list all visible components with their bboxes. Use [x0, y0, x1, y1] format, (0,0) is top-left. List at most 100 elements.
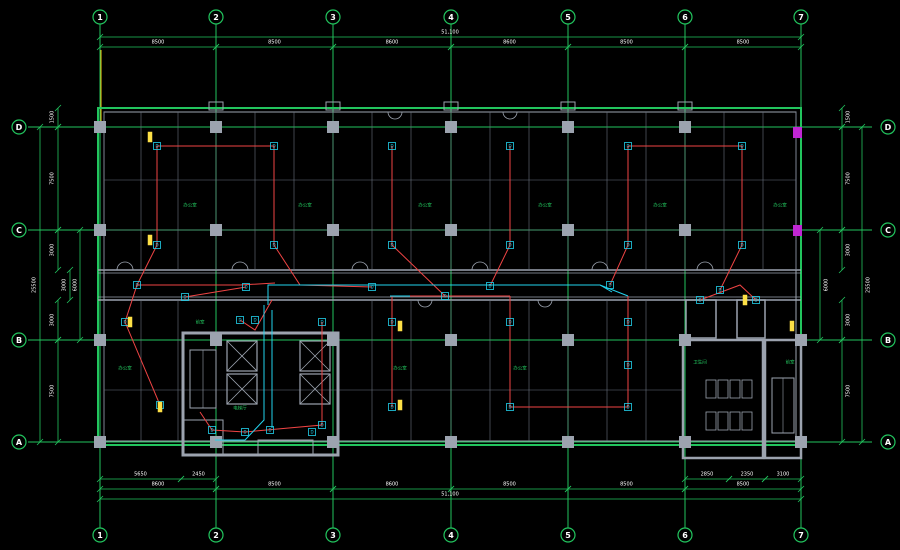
device-tag-32: D	[626, 405, 629, 410]
stall-a-2	[729, 379, 741, 399]
device-tag-17: D	[608, 283, 611, 288]
dim-left-text-2: 3000	[50, 314, 56, 327]
dim-bsubL-text-1: 2450	[192, 472, 205, 478]
dim-bot-span-3: 8500	[503, 482, 516, 488]
axis-bubble-left-B	[11, 332, 27, 348]
dim-right-top-small-text: 1500	[846, 111, 852, 124]
axis-bubble-right-C-label: C	[885, 226, 891, 235]
column-1-1	[94, 224, 106, 236]
dim-left-2-tick-0	[54, 296, 62, 304]
mullion-1	[325, 101, 341, 111]
axis-bubble-bottom-4	[443, 527, 459, 543]
dim-bot-span-2: 8600	[386, 482, 399, 488]
device-37	[266, 426, 274, 434]
device-36	[241, 428, 249, 436]
axis-bubble-top-7	[793, 9, 809, 25]
device-tag-24: D	[390, 320, 393, 325]
panel-6	[397, 399, 403, 411]
door-top-2a	[351, 261, 361, 271]
device-tag-14: D	[370, 285, 373, 290]
device-tag-38: D	[310, 430, 313, 435]
elevator-3	[299, 340, 331, 372]
column-6-3	[679, 436, 691, 448]
door-top-0b	[124, 261, 134, 271]
device-33	[624, 361, 632, 369]
room-label-0: 办公室	[183, 202, 197, 209]
device-25	[506, 318, 514, 326]
room-label-9: 前室	[196, 319, 205, 326]
axis-bubble-left-C-label: C	[16, 226, 22, 235]
dim-left-1-tick-1	[54, 266, 62, 274]
column-6-1	[679, 224, 691, 236]
elevator-2	[226, 373, 258, 405]
dim-top-1-tick-0	[212, 43, 220, 51]
dim-bsubR-2-tick-0	[761, 475, 769, 483]
dim-top-total-tick-0	[96, 33, 104, 41]
room-label-6: 办公室	[118, 365, 132, 372]
stall-a-3	[741, 379, 753, 399]
dim-bot-0-tick-0	[96, 485, 104, 493]
device-tag-22: D	[253, 318, 256, 323]
column-5-1	[562, 224, 574, 236]
door-win-1a	[502, 111, 511, 120]
panel-7	[157, 401, 163, 413]
device-38	[308, 428, 316, 436]
dim-left-0-tick-0	[54, 123, 62, 131]
device-tag-28: D	[754, 298, 757, 303]
axis-bubble-top-1	[92, 9, 108, 25]
axis-bubble-top-4-label: 4	[448, 13, 454, 22]
device-6	[153, 241, 161, 249]
device-tag-33: D	[626, 363, 629, 368]
device-tag-5: D	[740, 144, 743, 149]
column-1-3	[94, 436, 106, 448]
dim-top-5-tick-1	[797, 43, 805, 51]
door-bot-0b	[424, 299, 433, 308]
device-9	[506, 241, 514, 249]
device-21	[236, 316, 244, 324]
device-10	[624, 241, 632, 249]
column-5-3	[562, 436, 574, 448]
dim-top-4-tick-0	[564, 43, 572, 51]
door-top-4b	[599, 261, 609, 271]
room-label-8: 办公室	[513, 365, 527, 372]
dim-left-outer-tick-1	[36, 438, 44, 446]
device-tag-20: D	[123, 320, 126, 325]
device-23	[318, 318, 326, 326]
device-15	[441, 292, 449, 300]
device-tag-7: D	[272, 243, 275, 248]
dim-bot-total-text: 51,100	[441, 492, 459, 498]
axis-bubble-top-2-label: 2	[213, 13, 219, 22]
axis-bubble-bottom-7-label: 7	[798, 531, 804, 540]
door-win-0b	[394, 111, 403, 120]
device-28	[752, 296, 760, 304]
core-left	[181, 331, 340, 457]
dim-right-1-tick-0	[838, 226, 846, 234]
dim-bot-span-0: 8600	[152, 482, 165, 488]
dim-bot-3-tick-0	[447, 485, 455, 493]
axis-bubble-top-6	[677, 9, 693, 25]
column-1-0	[94, 121, 106, 133]
room-label-7: 办公室	[393, 365, 407, 372]
door-top-2b	[359, 261, 369, 271]
door-top-4a	[591, 261, 601, 271]
axis-bubble-top-2	[208, 9, 224, 25]
device-4	[624, 142, 632, 150]
axis-bubble-left-D	[11, 119, 27, 135]
toilet-stalls	[705, 379, 753, 431]
dim-left-3-tick-1	[54, 438, 62, 446]
device-31	[506, 403, 514, 411]
dim-top-total-tick-1	[797, 33, 805, 41]
device-tag-13: D	[244, 285, 247, 290]
dim-right-outer-text: 25500	[866, 277, 872, 293]
dim-top-span-4: 8500	[620, 40, 633, 46]
device-27	[696, 296, 704, 304]
device-tag-23: D	[320, 320, 323, 325]
column-3-3	[327, 436, 339, 448]
dim-bot-1-tick-0	[212, 485, 220, 493]
axis-bubble-right-A-label: A	[885, 438, 892, 447]
device-26	[624, 318, 632, 326]
axis-bubble-left-A	[11, 434, 27, 450]
